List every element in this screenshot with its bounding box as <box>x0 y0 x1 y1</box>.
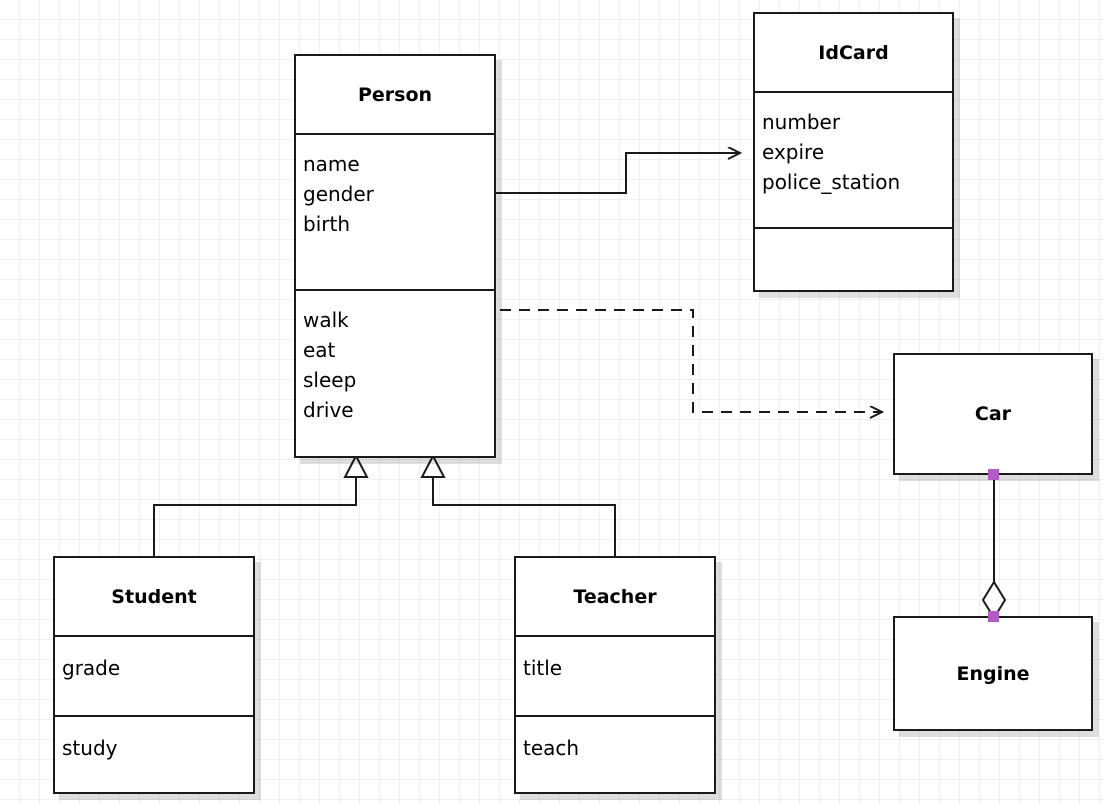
attribute-item: expire <box>762 140 825 164</box>
class-box-car[interactable]: Car <box>893 353 1093 475</box>
attribute-item: grade <box>62 656 121 680</box>
edge-handle-engine-end[interactable] <box>988 611 999 622</box>
method-item: eat <box>303 338 336 362</box>
edge-teacher-person[interactable] <box>420 453 616 556</box>
class-box-person[interactable]: Person name gender birth walk eat sleep … <box>294 54 496 458</box>
class-title-student: Student <box>111 585 197 608</box>
class-box-teacher[interactable]: Teacher title teach <box>514 556 716 794</box>
edge-handle-car-end[interactable] <box>988 469 999 480</box>
method-item: walk <box>303 308 349 332</box>
class-methods-teacher: teach <box>516 715 714 792</box>
class-methods-student: study <box>55 715 253 792</box>
class-box-student[interactable]: Student grade study <box>53 556 255 794</box>
attribute-item: number <box>762 110 841 134</box>
attribute-item: title <box>523 656 563 680</box>
attribute-item: birth <box>303 212 350 236</box>
class-attributes-student: grade <box>55 635 253 715</box>
method-item: drive <box>303 398 354 422</box>
edge-car-engine[interactable] <box>981 475 1007 620</box>
method-item: teach <box>523 736 580 760</box>
edge-student-person[interactable] <box>153 453 369 556</box>
edge-person-idcard[interactable] <box>496 153 740 194</box>
edge-person-car[interactable] <box>500 309 882 412</box>
class-title-person: Person <box>357 83 433 106</box>
class-title-teacher: Teacher <box>573 585 657 608</box>
class-title-engine: Engine <box>956 662 1030 685</box>
class-attributes-person: name gender birth <box>296 133 494 289</box>
attribute-item: name <box>303 152 360 176</box>
class-methods-person: walk eat sleep drive <box>296 289 494 456</box>
attribute-item: gender <box>303 182 374 206</box>
class-title-idcard: IdCard <box>818 41 889 64</box>
method-item: sleep <box>303 368 357 392</box>
class-title-car: Car <box>974 403 1012 425</box>
class-box-idcard[interactable]: IdCard number expire police_station <box>753 12 954 292</box>
method-item: study <box>62 736 118 760</box>
class-attributes-teacher: title <box>516 635 714 715</box>
class-box-engine[interactable]: Engine <box>893 616 1093 731</box>
class-attributes-idcard: number expire police_station <box>755 91 952 227</box>
attribute-item: police_station <box>762 170 901 194</box>
class-methods-idcard <box>755 227 952 290</box>
